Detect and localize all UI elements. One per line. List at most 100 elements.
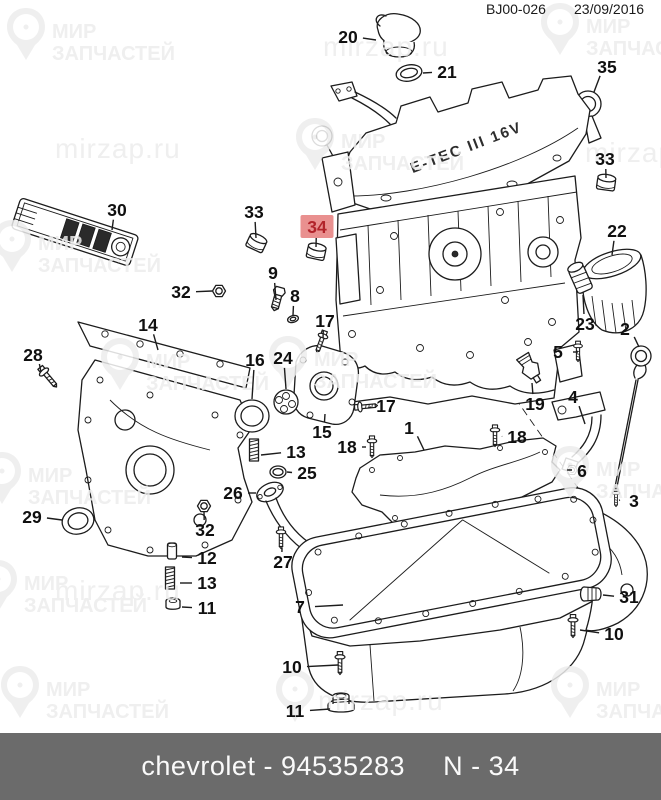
callout-22: 22 [607,221,627,256]
callout-leader-line [416,435,425,451]
callout-24: 24 [273,348,293,390]
watermark-brand-line2: ЗАПЧАСТЕЙ [24,593,147,617]
callout-leader-line [254,221,257,239]
callout-21: 21 [422,62,457,82]
watermark-brand-line2: ЗАПЧАСТЕЙ [52,41,175,65]
callout-number: 28 [23,345,43,365]
callout-number: 4 [568,387,578,407]
callout-number: 18 [337,437,357,457]
callout-leader-line [181,556,193,559]
callout-23: 23 [575,294,595,334]
callout-leader-line [602,594,615,597]
callout-number: 32 [195,520,215,540]
watermark-site-text: mirzap.ru [55,575,181,606]
watermark-brand-line2: ЗАПЧАСТЕЙ [586,36,661,60]
watermark-layer: МИРЗАПЧАСТЕЙМИРЗАПЧАСТЕЙМИРЗАПЧАСТЕЙМИРЗ… [0,3,661,723]
callout-leader-line [611,240,615,256]
callout-32: 32 [171,282,213,302]
watermark-site-text: mirzap.ru [318,685,444,716]
callout-34: 34 [300,215,334,248]
callout-7: 7 [295,597,344,617]
callout-leader-line [286,471,293,474]
highlighted-part-badge [300,215,334,238]
watermark-brand-line2: ЗАПЧАСТЕЙ [314,369,437,393]
callout-leader-line [593,75,601,93]
bolt-27 [275,526,287,550]
watermark-brand-line2: ЗАПЧАСТЕЙ [28,485,151,509]
document-code: BJ00-026 [486,1,546,17]
engine-assembly-art: E-TEC III 16V [11,13,652,713]
callout-16: 16 [245,350,265,400]
block-plug-31 [579,586,602,602]
callout-5: 5 [553,342,578,362]
ignition-module [11,198,139,266]
callout-number: 23 [575,314,595,334]
callout-18: 18 [501,427,527,447]
callout-12: 12 [181,548,217,568]
plug-9 [267,285,287,313]
callout-leader-line [251,369,255,400]
watermark-brand-line2: ЗАПЧАСТЕЙ [341,151,464,175]
callout-number: 16 [245,350,265,370]
callout-15: 15 [312,413,332,442]
nut-32a [211,284,227,298]
callout-9: 9 [268,263,278,301]
callout-27: 27 [273,547,293,572]
callout-number: 1 [404,418,414,438]
oil-filler-cap [375,13,421,58]
bolt-17b [353,399,379,413]
callout-leader-line [152,334,159,351]
exploded-parts-diagram: E-TEC III 16V [0,3,661,723]
callout-number: 3 [629,491,639,511]
watermark-brand-line1: МИР [586,16,630,38]
relief-plunger-12 [166,542,178,560]
callout-leader-line [362,37,377,41]
callout-number: 27 [273,552,292,572]
callout-20: 20 [338,27,377,47]
callout-leader-line [323,413,326,423]
callout-leader-line [314,604,344,608]
callout-number: 24 [273,348,293,368]
callout-number: 18 [507,427,527,447]
callout-19: 19 [525,382,545,414]
callout-17: 17 [367,396,396,416]
callout-number: 31 [619,587,639,607]
watermark-brand-line1: МИР [24,573,68,595]
callout-number: 13 [197,573,217,593]
watermark-brand-line1: МИР [596,459,640,481]
callout-number: 25 [297,463,317,483]
watermark-site-text: mirzap.ru [323,31,449,62]
callout-leader-line [273,282,277,301]
callout-leader-line [260,452,282,456]
callout-1: 1 [404,418,425,451]
dowel-bushing-33a [244,230,269,254]
callout-number: 2 [620,319,630,339]
callout-10: 10 [579,624,624,644]
callout-number: 22 [607,221,627,241]
callout-number: 26 [223,483,243,503]
footer-bar: chevrolet - 94535283 N - 34 [0,733,661,800]
crankshaft-front-seal [61,507,95,535]
callout-3: 3 [618,491,639,511]
bolt-18b [489,424,501,448]
callout-number: 7 [295,597,305,617]
watermark-brand-line2: ЗАПЧАСТЕЙ [596,699,661,723]
callout-28: 28 [23,345,43,373]
callout-33: 33 [595,149,615,179]
callout-number: 29 [22,507,42,527]
oil-pan [291,487,648,703]
callout-25: 25 [286,463,317,483]
o-ring-25 [269,465,287,479]
watermark-brand-line1: МИР [28,465,72,487]
callout-number: 17 [315,311,334,331]
callout-number: 17 [376,396,395,416]
callout-number: 11 [286,701,305,721]
callout-number: 34 [307,217,327,237]
callout-26: 26 [223,483,256,503]
watermark-brand-line1: МИР [52,21,96,43]
